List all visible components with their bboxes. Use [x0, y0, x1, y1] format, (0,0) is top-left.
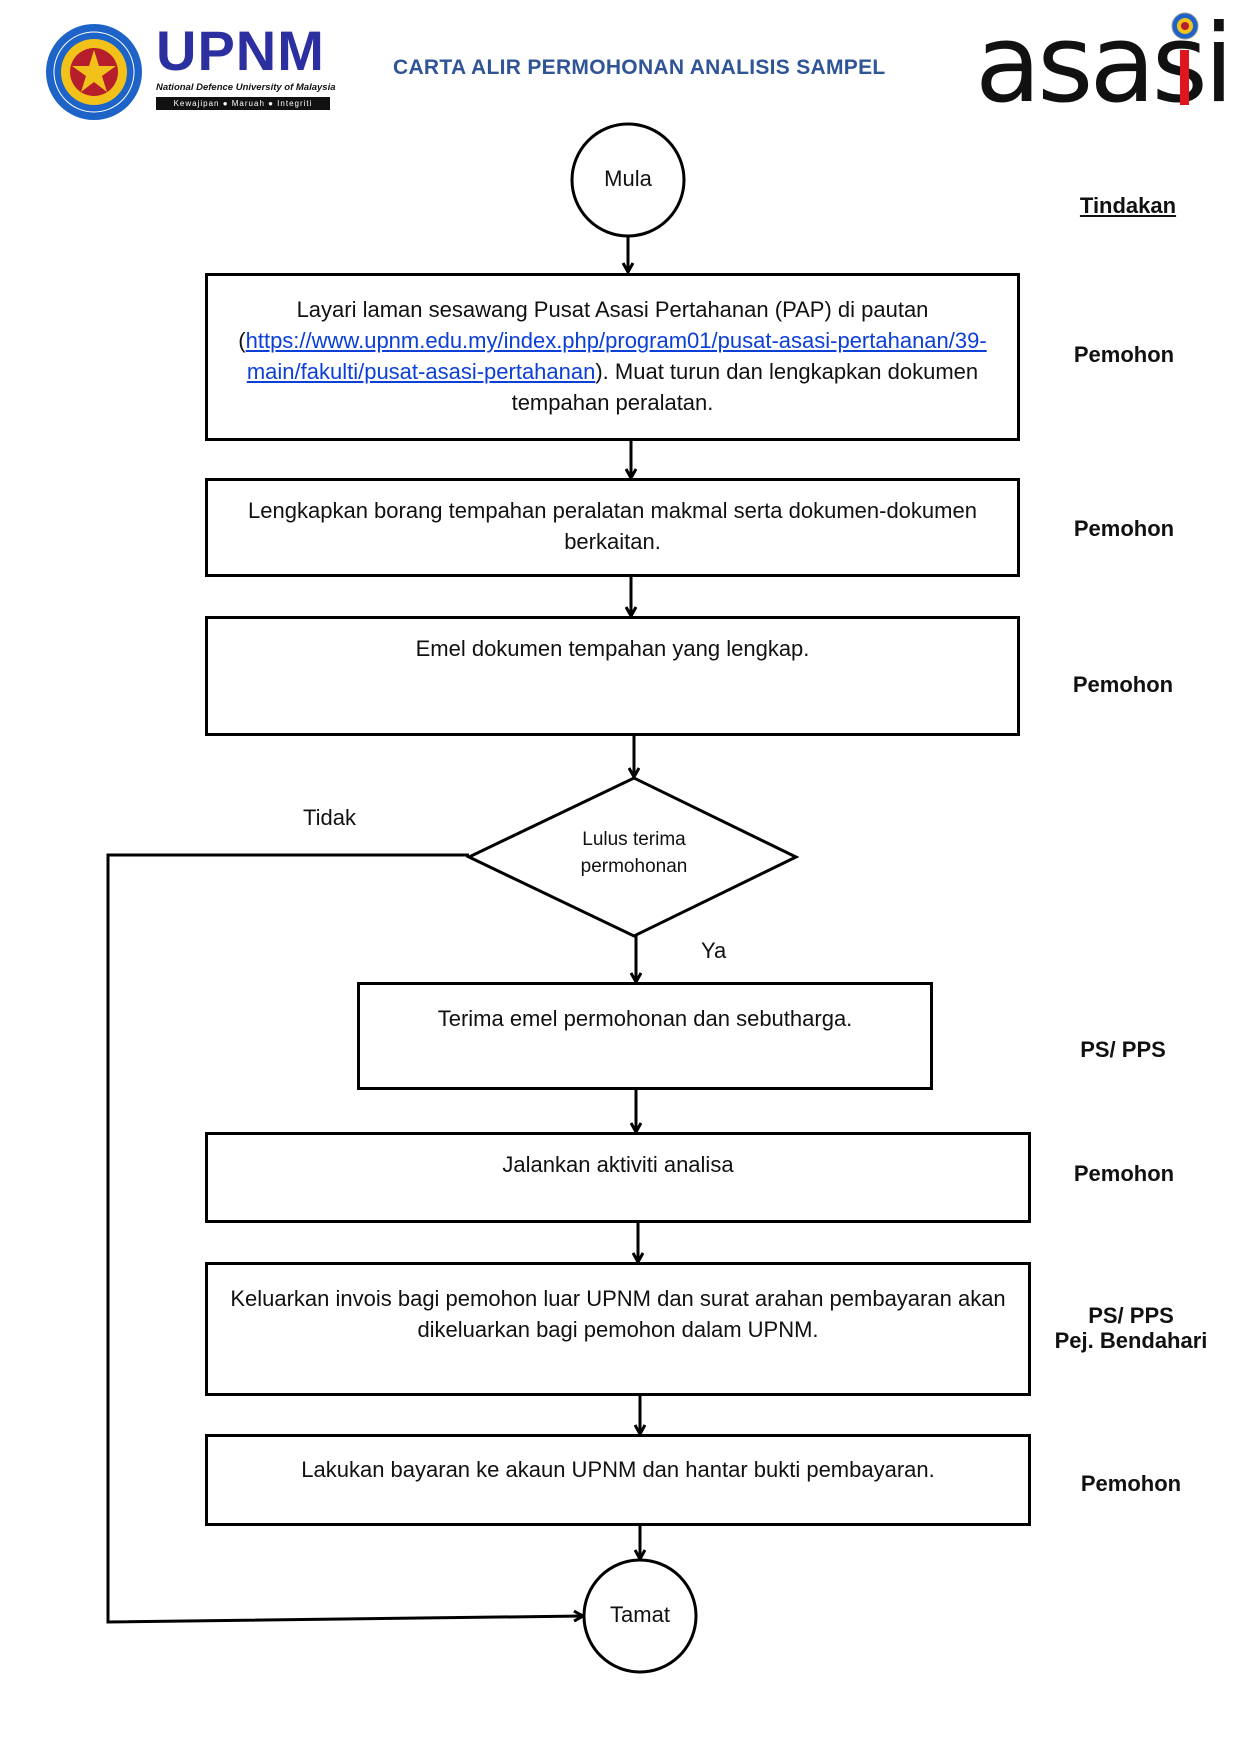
step-1-browse-website: Layari laman sesawang Pusat Asasi Pertah…: [205, 273, 1020, 441]
asasi-logo: asasi: [975, 10, 1234, 120]
role-step-2: Pemohon: [1073, 516, 1175, 541]
page-title: CARTA ALIR PERMOHONAN ANALISIS SAMPEL: [393, 56, 886, 79]
decision-node: [465, 776, 800, 938]
decision-yes-label: Ya: [701, 938, 727, 963]
asasi-emblem-icon: [1171, 12, 1199, 40]
start-label: Mula: [604, 166, 652, 191]
step-4-text: Terima emel permohonan dan sebutharga.: [437, 1006, 853, 1031]
step-5-text: Jalankan aktiviti analisa: [502, 1152, 734, 1177]
pap-website-link[interactable]: https://www.upnm.edu.my/index.php/progra…: [245, 328, 987, 384]
upnm-wordmark: UPNM: [156, 19, 325, 82]
step-6-issue-invoice: Keluarkan invois bagi pemohon luar UPNM …: [205, 1262, 1031, 1396]
role-step-3: Pemohon: [1072, 672, 1174, 697]
step-4-receive-email: Terima emel permohonan dan sebutharga.: [357, 982, 933, 1090]
step-5-run-analysis: Jalankan aktiviti analisa: [205, 1132, 1031, 1223]
step-6-text: Keluarkan invois bagi pemohon luar UPNM …: [230, 1286, 1006, 1342]
role-step-6-line-1: PS/ PPS: [1088, 1303, 1174, 1328]
end-label: Tamat: [610, 1602, 670, 1627]
upnm-logo: UPNM National Defence University of Mala…: [44, 19, 336, 122]
step-1-text-post: ). Muat turun dan lengkapkan dokumen tem…: [511, 359, 979, 415]
role-step-6-line-2: Pej. Bendahari: [1054, 1328, 1208, 1353]
upnm-subtitle: National Defence University of Malaysia: [156, 82, 336, 93]
decision-label: Lulus terima permohonan: [580, 829, 688, 877]
step-3-email-documents: Emel dokumen tempahan yang lengkap.: [205, 616, 1020, 736]
step-3-text: Emel dokumen tempahan yang lengkap.: [415, 636, 810, 661]
step-7-make-payment: Lakukan bayaran ke akaun UPNM dan hantar…: [205, 1434, 1031, 1526]
step-2-complete-form: Lengkapkan borang tempahan peralatan mak…: [205, 478, 1020, 577]
upnm-motto: Kewajipan ● Maruah ● Integriti: [156, 97, 330, 110]
upnm-seal-icon: [46, 24, 142, 120]
role-step-4: PS/ PPS: [1080, 1037, 1166, 1062]
role-step-1: Pemohon: [1073, 342, 1175, 367]
roles-header: Tindakan: [1079, 193, 1177, 218]
role-step-7: Pemohon: [1080, 1471, 1182, 1496]
decision-no-label: Tidak: [303, 805, 356, 830]
step-1-text-pre: Layari laman sesawang Pusat Asasi Pertah…: [238, 297, 929, 353]
connector-no-branch: [106, 853, 583, 1624]
asasi-red-bar: [1180, 50, 1189, 105]
step-7-text: Lakukan bayaran ke akaun UPNM dan hantar…: [301, 1457, 935, 1482]
step-2-text: Lengkapkan borang tempahan peralatan mak…: [248, 498, 977, 554]
role-step-5: Pemohon: [1073, 1161, 1175, 1186]
